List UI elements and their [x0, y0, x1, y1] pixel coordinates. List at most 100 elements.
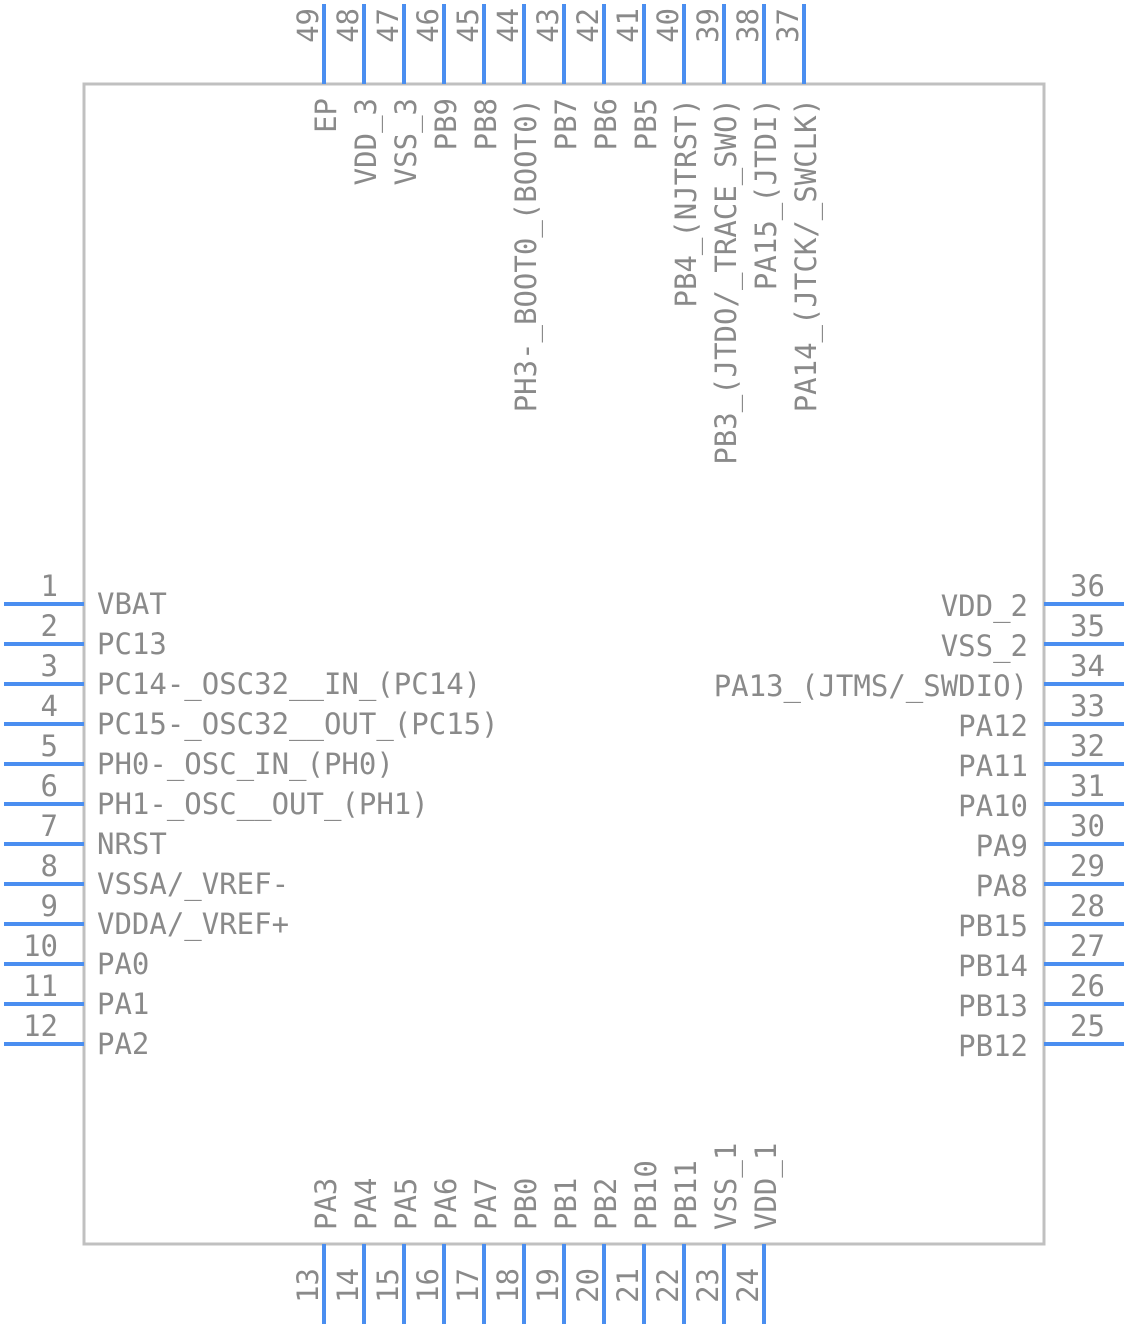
- pin-11-number: 11: [23, 969, 58, 1003]
- pin-29-number: 29: [1070, 849, 1105, 883]
- pin-36-number: 36: [1070, 569, 1105, 603]
- pin-42-name: PB6: [589, 98, 623, 150]
- pin-35-number: 35: [1070, 609, 1105, 643]
- pin-35-name: VSS_2: [941, 629, 1028, 664]
- pin-8-number: 8: [41, 849, 58, 883]
- pin-44-name: PH3-_BOOT0_(BOOT0): [509, 98, 544, 412]
- pin-28-number: 28: [1070, 889, 1105, 923]
- pin-49-name: EP: [309, 98, 343, 133]
- pin-31-name: PA10: [958, 789, 1028, 823]
- pin-24-number: 24: [731, 1268, 765, 1303]
- pin-13-name: PA3: [309, 1178, 343, 1230]
- pin-21-name: PB10: [629, 1160, 663, 1230]
- pin-17-number: 17: [451, 1268, 485, 1303]
- pin-38-number: 38: [731, 8, 765, 43]
- pin-20-name: PB2: [589, 1178, 623, 1230]
- pin-22-number: 22: [651, 1268, 685, 1303]
- pin-46-number: 46: [411, 8, 445, 43]
- pin-47-name: VSS_3: [389, 98, 424, 185]
- pin-36-name: VDD_2: [941, 589, 1028, 624]
- pin-43-number: 43: [531, 8, 565, 43]
- pin-2-name: PC13: [97, 627, 167, 661]
- pin-20-number: 20: [571, 1268, 605, 1303]
- pin-3-name: PC14-_OSC32__IN_(PC14): [97, 667, 481, 702]
- pin-48-name: VDD_3: [349, 98, 384, 185]
- pin-40-number: 40: [651, 8, 685, 43]
- pin-23-name: VSS_1: [709, 1143, 744, 1230]
- pin-46-name: PB9: [429, 98, 463, 150]
- pin-40-name: PB4_(NJTRST): [669, 98, 704, 308]
- pin-43-name: PB7: [549, 98, 583, 150]
- pin-27-name: PB14: [958, 949, 1028, 983]
- pin-49-number: 49: [291, 8, 325, 43]
- pin-27-number: 27: [1070, 929, 1105, 963]
- pin-11-name: PA1: [97, 987, 149, 1021]
- pin-44-number: 44: [491, 8, 525, 43]
- pin-5-name: PH0-_OSC_IN_(PH0): [97, 747, 394, 782]
- pin-39-number: 39: [691, 8, 725, 43]
- pin-25-name: PB12: [958, 1029, 1028, 1063]
- pin-15-number: 15: [371, 1268, 405, 1303]
- pin-33-name: PA12: [958, 709, 1028, 743]
- component-body: [82, 82, 1046, 1246]
- pin-7-number: 7: [41, 809, 58, 843]
- pin-48-number: 48: [331, 8, 365, 43]
- pin-45-name: PB8: [469, 98, 503, 150]
- pin-38-name: PA15_(JTDI): [749, 98, 784, 290]
- pin-23-number: 23: [691, 1268, 725, 1303]
- pin-32-name: PA11: [958, 749, 1028, 783]
- pin-2-number: 2: [41, 609, 58, 643]
- pin-9-number: 9: [41, 889, 58, 923]
- pin-16-number: 16: [411, 1268, 445, 1303]
- pin-14-name: PA4: [349, 1178, 383, 1230]
- pin-14-number: 14: [331, 1268, 365, 1303]
- pin-41-number: 41: [611, 8, 645, 43]
- pin-25-number: 25: [1070, 1009, 1105, 1043]
- pin-19-number: 19: [531, 1268, 565, 1303]
- pin-32-number: 32: [1070, 729, 1105, 763]
- pin-19-name: PB1: [549, 1178, 583, 1230]
- pin-42-number: 42: [571, 8, 605, 43]
- pin-39-name: PB3_(JTDO/_TRACE_SWO): [709, 98, 744, 465]
- pin-16-name: PA6: [429, 1178, 463, 1230]
- pin-41-name: PB5: [629, 98, 663, 150]
- pin-26-number: 26: [1070, 969, 1105, 1003]
- pin-18-number: 18: [491, 1268, 525, 1303]
- pin-37-name: PA14_(JTCK/_SWCLK): [789, 98, 824, 412]
- pin-17-name: PA7: [469, 1178, 503, 1230]
- pin-21-number: 21: [611, 1268, 645, 1303]
- pin-34-number: 34: [1070, 649, 1105, 683]
- pin-18-name: PB0: [509, 1178, 543, 1230]
- pin-6-name: PH1-_OSC__OUT_(PH1): [97, 787, 429, 822]
- pin-33-number: 33: [1070, 689, 1105, 723]
- pin-34-name: PA13_(JTMS/_SWDIO): [714, 669, 1028, 704]
- pin-9-name: VDDA/_VREF+: [97, 907, 289, 942]
- pin-37-number: 37: [771, 8, 805, 43]
- pin-12-number: 12: [23, 1009, 58, 1043]
- pin-29-name: PA8: [976, 869, 1028, 903]
- pin-1-name: VBAT: [97, 587, 167, 621]
- pin-31-number: 31: [1070, 769, 1105, 803]
- pin-5-number: 5: [41, 729, 58, 763]
- pin-4-name: PC15-_OSC32__OUT_(PC15): [97, 707, 499, 742]
- pin-26-name: PB13: [958, 989, 1028, 1023]
- pin-4-number: 4: [41, 689, 58, 723]
- pin-3-number: 3: [41, 649, 58, 683]
- pin-22-name: PB11: [669, 1160, 703, 1230]
- pin-1-number: 1: [41, 569, 58, 603]
- pin-10-number: 10: [23, 929, 58, 963]
- pin-6-number: 6: [41, 769, 58, 803]
- pin-10-name: PA0: [97, 947, 149, 981]
- pin-30-name: PA9: [976, 829, 1028, 863]
- pin-13-number: 13: [291, 1268, 325, 1303]
- pin-15-name: PA5: [389, 1178, 423, 1230]
- pin-47-number: 47: [371, 8, 405, 43]
- pin-8-name: VSSA/_VREF-: [97, 867, 289, 902]
- pin-30-number: 30: [1070, 809, 1105, 843]
- pin-7-name: NRST: [97, 827, 167, 861]
- pin-45-number: 45: [451, 8, 485, 43]
- pin-28-name: PB15: [958, 909, 1028, 943]
